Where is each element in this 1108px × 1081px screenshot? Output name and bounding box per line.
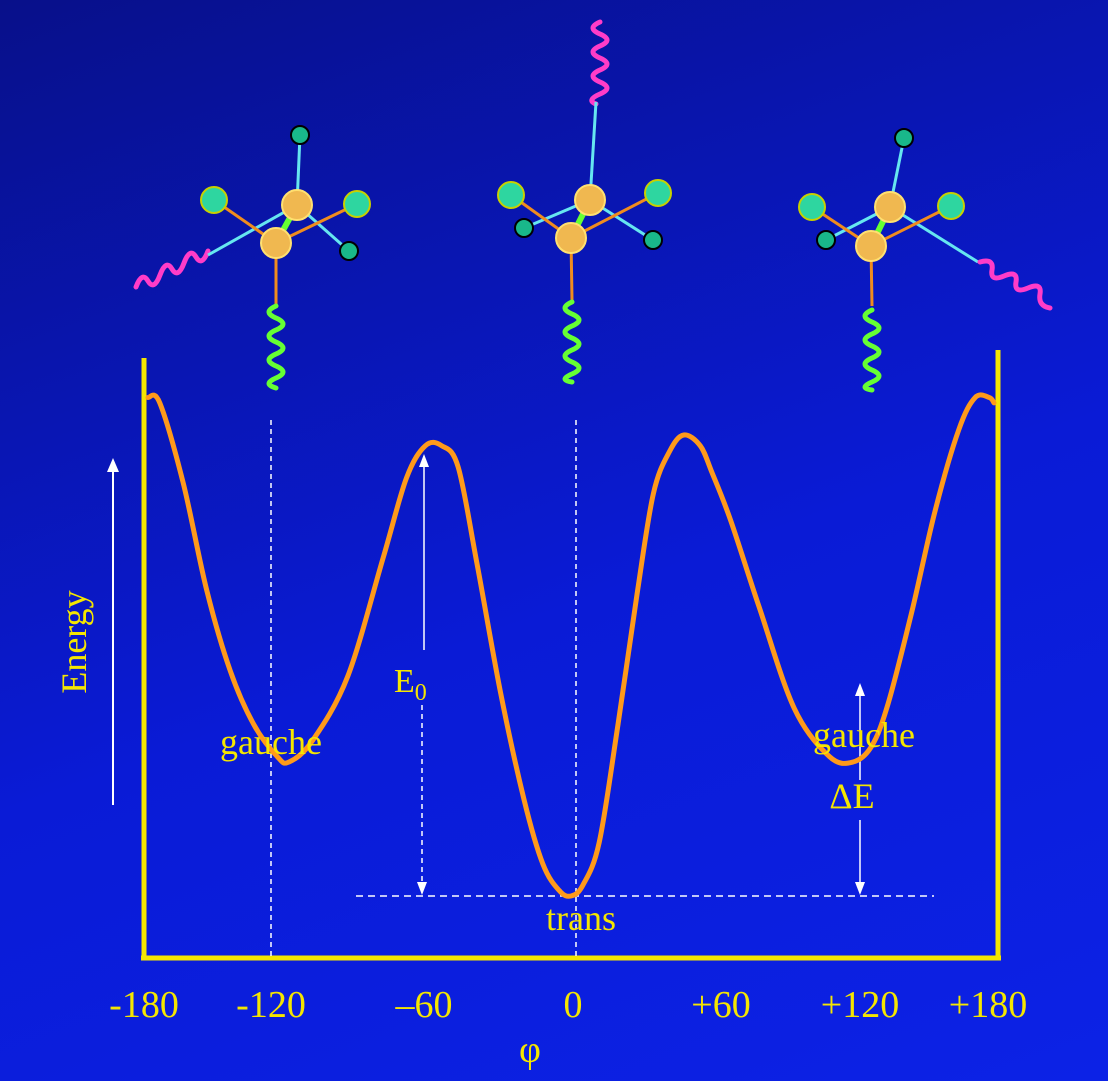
atom-side [644,179,672,207]
chain-green [562,299,582,385]
x-tick-label: -180 [109,984,179,1026]
delta-e-arrow-head-up [855,683,865,696]
bond-back-left [207,203,298,257]
atom-side [643,230,663,250]
x-axis-label: φ [519,1029,541,1071]
atom-carbon-front [555,222,587,254]
energy-curve [145,392,997,899]
gauche-right-label: gauche [813,715,915,755]
x-tick-label: +120 [821,984,899,1026]
energy-arrow-head [107,458,119,472]
atom-side [290,125,310,145]
y-axis-label: Energy [54,590,94,693]
x-tick-label: +60 [691,984,750,1026]
delta-e-label: ΔE [829,776,874,816]
delta-e-arrow-head-down [855,882,865,895]
gauche-right-molecule [798,128,1053,393]
x-tick-label: -120 [236,984,306,1026]
e0-label: E0 [394,663,427,706]
chain-green [266,303,286,391]
atom-side [798,193,826,221]
atom-carbon-front [855,230,887,262]
atom-side [937,192,965,220]
x-tick-label: –60 [395,984,453,1026]
bond-front-right [570,191,659,240]
atom-carbon-back [874,191,906,223]
atom-side [894,128,914,148]
chain-magenta [133,248,211,290]
trans-molecule [497,19,672,385]
chain-green [862,307,882,393]
atom-side [339,241,359,261]
e0-arrow-head-down [417,882,427,895]
bond-back-top [588,101,598,201]
newman-projections [133,19,1053,393]
x-tick-labels: -180 -120 –60 0 +60 +120 +180 [109,984,1027,1026]
x-tick-label: 0 [564,984,583,1026]
atom-carbon-back [574,184,606,216]
atom-side [816,230,836,250]
atom-carbon-front [260,227,292,259]
atom-side [514,218,534,238]
x-tick-label: +180 [949,984,1027,1026]
atom-carbon-back [281,189,313,221]
atom-side [343,190,371,218]
bond-back-right [889,205,979,264]
atom-side [200,186,228,214]
atom-side [497,181,525,209]
chain-magenta [977,258,1053,311]
gauche-left-label: gauche [220,722,322,762]
trans-label: trans [546,898,616,938]
chain-magenta [589,19,610,107]
e0-arrow-head-up [419,454,429,467]
gauche-left-molecule [133,125,371,391]
